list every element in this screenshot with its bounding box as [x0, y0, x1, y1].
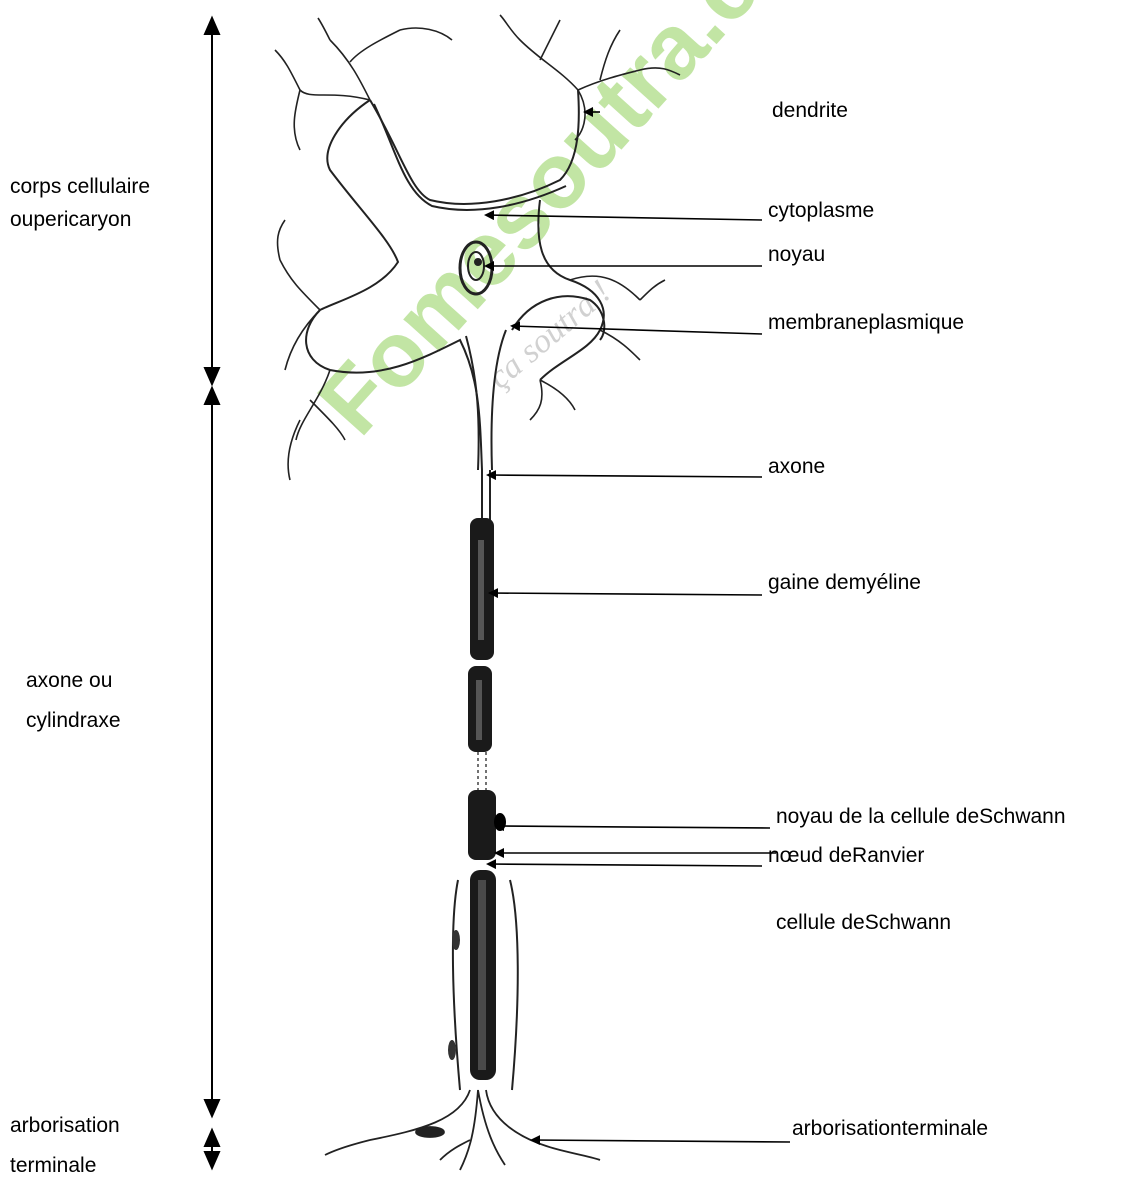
terminal-branches	[325, 1090, 600, 1170]
section-cell-body-line2: oupericaryon	[10, 204, 131, 236]
leader-membrane	[512, 326, 762, 334]
section-terminal-line1: arborisation	[10, 1110, 120, 1142]
leader-cytoplasm	[486, 215, 762, 220]
label-schwann-cell: cellule deSchwann	[776, 907, 951, 939]
label-axon: axone	[768, 451, 825, 483]
section-arrows	[205, 18, 219, 1168]
leader-axon	[488, 475, 762, 477]
label-myelin: gaine demyéline	[768, 567, 921, 599]
label-schwann-nucleus: noyau de la cellule deSchwann	[776, 801, 1066, 833]
section-axon-line2: cylindraxe	[26, 705, 121, 737]
label-ranvier: nœud deRanvier	[768, 840, 924, 872]
label-cytoplasm: cytoplasme	[768, 195, 874, 227]
leader-myelin	[490, 593, 762, 595]
myelin-segment	[468, 790, 496, 860]
leader-ranvier	[488, 864, 762, 866]
leader-lines	[486, 112, 790, 1142]
section-cell-body-line1: corps cellulaire	[10, 171, 150, 203]
cell-body	[306, 90, 604, 470]
label-nucleus: noyau	[768, 239, 825, 271]
section-terminal-line2: terminale	[10, 1150, 96, 1180]
section-axon-line1: axone ou	[26, 665, 112, 697]
label-terminal: arborisationterminale	[792, 1113, 988, 1145]
label-dendrite: dendrite	[772, 95, 848, 127]
label-membrane: membraneplasmique	[768, 307, 964, 339]
leader-schwann-nucleus	[496, 826, 770, 828]
leader-terminal	[532, 1140, 790, 1142]
axon	[448, 470, 518, 1090]
